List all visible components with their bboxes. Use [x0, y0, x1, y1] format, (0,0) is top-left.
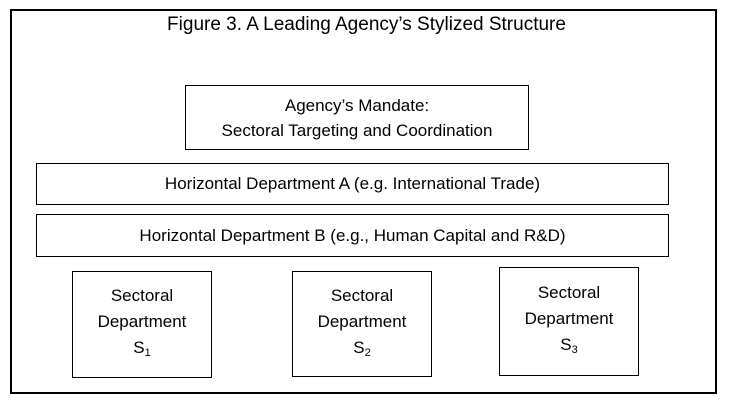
figure-frame	[10, 9, 717, 394]
sectoral-department-s1-index: 1	[144, 347, 151, 359]
sectoral-department-s2-letter: S	[353, 337, 365, 357]
sectoral-department-s2-line1: Sectoral	[330, 285, 394, 305]
sectoral-department-s3-line1: Sectoral	[537, 283, 601, 302]
sectoral-department-s3-box: Sectoral Department S3	[499, 267, 639, 376]
sectoral-department-s1-box: Sectoral Department S1	[72, 271, 212, 378]
sectoral-department-s3-symbol: S3	[560, 332, 577, 363]
figure-title: Figure 3. A Leading Agency’s Stylized St…	[167, 14, 566, 35]
sectoral-department-s1-line2: Department	[97, 312, 187, 331]
mandate-description: Sectoral Targeting and Coordination	[221, 120, 493, 140]
mandate-box: Agency’s Mandate: Sectoral Targeting and…	[185, 85, 529, 150]
sectoral-department-s2-index: 2	[364, 346, 371, 359]
mandate-heading: Agency’s Mandate:	[284, 95, 430, 115]
sectoral-department-s1-symbol: S1	[133, 335, 150, 366]
sectoral-department-s3-letter: S	[560, 335, 572, 354]
sectoral-department-s2-box: Sectoral Department S2	[292, 271, 432, 377]
horizontal-department-b-label: Horizontal Department B (e.g., Human Cap…	[139, 225, 566, 245]
sectoral-department-s2-line2: Department	[317, 311, 407, 331]
sectoral-department-s3-index: 3	[571, 344, 578, 356]
sectoral-department-s1-line1: Sectoral	[110, 286, 174, 305]
sectoral-department-s2-symbol: S2	[353, 335, 370, 366]
horizontal-department-a-box: Horizontal Department A (e.g. Internatio…	[36, 163, 669, 205]
horizontal-department-b-box: Horizontal Department B (e.g., Human Cap…	[36, 214, 669, 257]
sectoral-department-s1-letter: S	[133, 338, 145, 357]
sectoral-department-s3-line2: Department	[524, 309, 614, 328]
horizontal-department-a-label: Horizontal Department A (e.g. Internatio…	[164, 174, 541, 193]
